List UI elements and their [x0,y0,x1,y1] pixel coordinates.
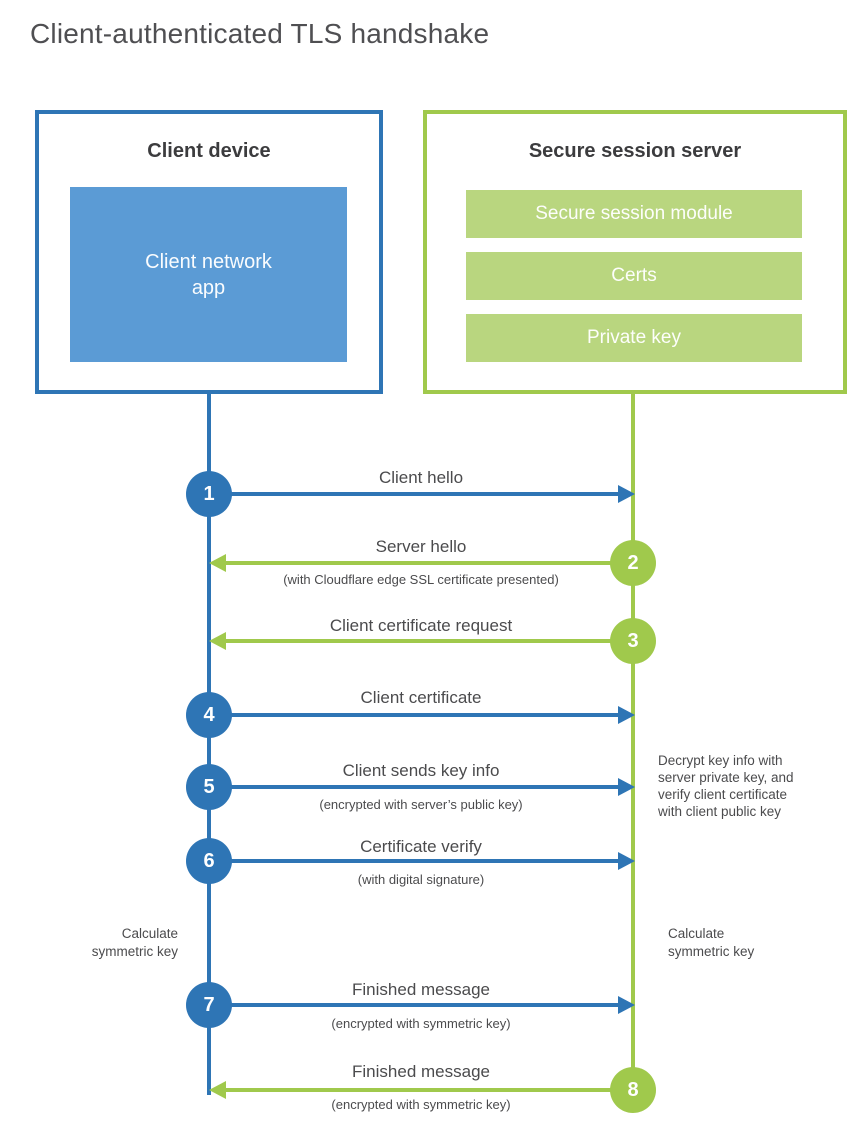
step-7-label: Finished message [352,980,490,999]
decrypt-note-line3: verify client certificate [658,787,788,802]
server-module-certs: Certs [466,252,802,300]
step-6-subtext: (with digital signature) [357,872,485,887]
client-lifeline [207,394,211,1095]
step-7-badge: 7 [186,982,232,1028]
decrypt-key-note: Decrypt key info with server private key… [658,752,828,820]
decrypt-note-line4: with client public key [658,804,782,819]
calc-left-line1: Calculate [121,926,178,941]
calculate-symmetric-key-note-server: Calculate symmetric key [668,925,788,961]
step-4-arrow [209,713,618,717]
step-6-badge: 6 [186,838,232,884]
server-module-private-key: Private key [466,314,802,362]
client-device-title: Client device [147,140,271,162]
step-8-arrowhead-icon [209,1081,226,1099]
server-lifeline [631,394,635,1090]
step-2-arrowhead-icon [209,554,226,572]
server-title: Secure session server [528,140,742,162]
step-1-arrowhead-icon [618,485,635,503]
step-4-badge: 4 [186,692,232,738]
step-4-number: 4 [203,703,215,726]
decrypt-note-line1: Decrypt key info with [658,753,783,768]
step-7-arrowhead-icon [618,996,635,1014]
step-4-arrowhead-icon [618,706,635,724]
client-app-label-line2: app [191,276,226,299]
step-1-arrow [209,492,618,496]
step-6-number: 6 [203,849,215,872]
step-3-badge: 3 [610,618,656,664]
step-6-arrow [209,859,618,863]
step-5-number: 5 [203,775,215,798]
step-2-number: 2 [627,551,639,574]
step-4-label: Client certificate [360,688,482,707]
calculate-symmetric-key-note-client: Calculate symmetric key [58,925,178,961]
step-1-label: Client hello [378,468,464,487]
page-title: Client-authenticated TLS handshake [30,18,490,49]
step-2-badge: 2 [610,540,656,586]
step-8-arrow [225,1088,633,1092]
client-app-label-line1: Client network [145,250,272,273]
decrypt-note-line2: server private key, and [658,770,794,785]
calc-right-line1: Calculate [668,926,725,941]
step-5-arrow [209,785,618,789]
step-8-number: 8 [627,1078,639,1101]
step-5-badge: 5 [186,764,232,810]
step-5-subtext: (encrypted with server’s public key) [319,797,523,812]
step-8-subtext: (encrypted with symmetric key) [331,1097,511,1112]
step-7-subtext: (encrypted with symmetric key) [331,1016,511,1031]
step-2-arrow [225,561,633,565]
client-device-box: Client device Client network app [35,110,383,394]
step-5-arrowhead-icon [618,778,635,796]
step-1-badge: 1 [186,471,232,517]
step-3-number: 3 [627,629,639,652]
secure-session-server-box: Secure session server Secure session mod… [423,110,847,394]
step-6-arrowhead-icon [618,852,635,870]
step-6-label: Certificate verify [360,837,482,856]
step-2-label: Server hello [375,537,467,556]
step-1-number: 1 [203,482,215,505]
step-5-label: Client sends key info [342,761,500,780]
server-module-secure-session: Secure session module [466,190,802,238]
step-2-subtext: (with Cloudflare edge SSL certificate pr… [283,572,559,587]
step-7-arrow [209,1003,618,1007]
step-3-arrow [225,639,633,643]
step-8-badge: 8 [610,1067,656,1113]
step-3-arrowhead-icon [209,632,226,650]
step-7-number: 7 [203,993,215,1016]
step-3-label: Client certificate request [329,616,513,635]
client-network-app-box: Client network app [70,187,347,362]
calc-right-line2: symmetric key [668,944,755,959]
calc-left-line2: symmetric key [91,944,178,959]
step-8-label: Finished message [352,1062,490,1081]
